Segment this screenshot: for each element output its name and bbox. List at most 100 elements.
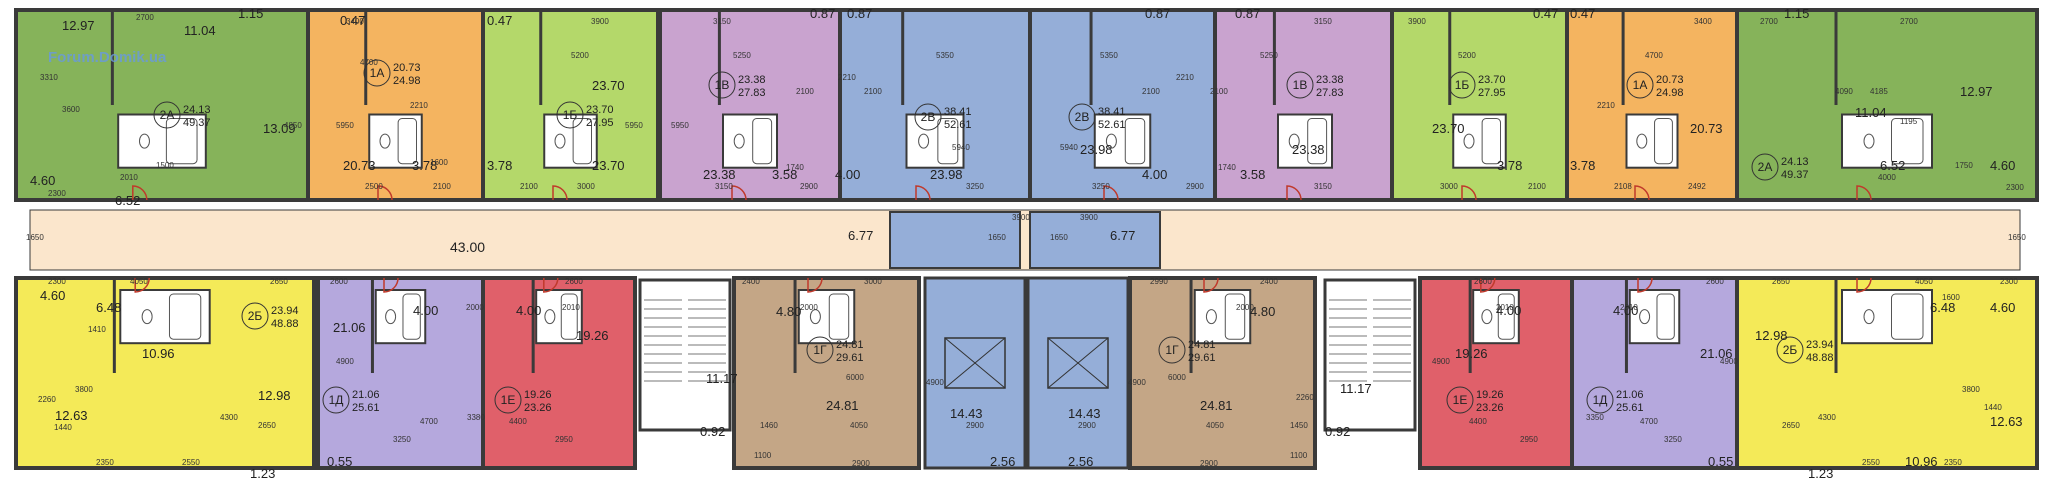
- dimension-label: 2700: [1760, 17, 1778, 26]
- door-icon: [1103, 185, 1119, 201]
- room-area-label: 10.96: [142, 346, 175, 361]
- room-area-label: 2.56: [1068, 454, 1093, 469]
- dimension-label: 3900: [1012, 213, 1030, 222]
- lift-hall-lh2: 14.43: [1026, 276, 1130, 470]
- apartment-fill: [306, 8, 485, 202]
- stair-fill: [638, 278, 732, 432]
- toilet-icon: [918, 133, 930, 149]
- dimension-label: 4400: [1469, 417, 1487, 426]
- toilet-icon: [379, 133, 391, 149]
- toilet-icon: [1481, 309, 1493, 325]
- dimension-label: 3380: [467, 413, 485, 422]
- bathtub-icon: [828, 293, 850, 340]
- stair-area-label: 11.17: [1340, 381, 1372, 396]
- room-area-label: 4.00: [413, 303, 438, 318]
- bathtub-icon: [1497, 293, 1515, 340]
- apartment-name: 2А: [160, 108, 175, 122]
- apartment-name: 1А: [1633, 78, 1648, 92]
- room-area-label: 23.70: [1432, 121, 1465, 136]
- door-icon: [1480, 277, 1496, 293]
- bathtub-icon: [165, 118, 198, 165]
- dimension-label: 2600: [1474, 277, 1492, 286]
- room-area-label: 12.97: [1960, 84, 1993, 99]
- lift-cross: [1047, 337, 1109, 389]
- lift-hall-area-label: 14.43: [950, 406, 983, 421]
- dimension-label: 2600: [1706, 277, 1724, 286]
- room-area-label: 4.00: [835, 167, 860, 182]
- dimension-label: 1740: [1218, 163, 1236, 172]
- lift-hall-fill: [1026, 276, 1130, 470]
- dimension-label: 4050: [1915, 277, 1933, 286]
- room-area-label: 4.00: [1496, 303, 1521, 318]
- room-area-label: 21.06: [1700, 346, 1733, 361]
- apartment-total-area: 38.41: [944, 106, 972, 118]
- apartment-badge: [1776, 336, 1804, 364]
- apartment-living-area: 24.98: [1656, 87, 1684, 99]
- room-area-label: 19.26: [1455, 346, 1488, 361]
- dimension-label: 4050: [1206, 421, 1224, 430]
- dimension-label: 2210: [838, 73, 856, 82]
- dimension-label: 1650: [988, 233, 1006, 242]
- dimension-label: 2300: [2006, 183, 2024, 192]
- apartment-badge: [322, 386, 350, 414]
- bathtub-icon: [1124, 118, 1146, 165]
- dimension-label: 2100: [520, 182, 538, 191]
- dimension-label: 1600: [430, 158, 448, 167]
- dimension-label: 1440: [54, 423, 72, 432]
- dimension-label: 2550: [182, 458, 200, 467]
- dimension-label: 3800: [75, 385, 93, 394]
- apartment-name: 1Г: [813, 343, 827, 357]
- dimension-label: 1195: [1900, 117, 1918, 126]
- dimension-label: 4900: [1128, 378, 1146, 387]
- room-area-label: 1.23: [250, 466, 275, 481]
- dimension-label: 2500: [365, 182, 383, 191]
- dimension-label: 2000: [466, 303, 484, 312]
- room-area-label: 23.38: [1292, 142, 1325, 157]
- apartment-name: 1Д: [329, 393, 344, 407]
- apartment-badge: [556, 101, 584, 129]
- dimension-label: 2108: [1614, 182, 1632, 191]
- dimension-label: 2400: [1260, 277, 1278, 286]
- lift-lobby-fill: [889, 211, 1021, 269]
- dimension-label: 4050: [850, 421, 868, 430]
- door-icon: [1637, 277, 1653, 293]
- room-area-label: 6.48: [1930, 300, 1955, 315]
- stairwell-s2: 11.17: [1323, 278, 1417, 432]
- room-area-label: 4.00: [516, 303, 541, 318]
- room-area-label: 24.81: [1200, 398, 1233, 413]
- corridor[interactable]: [29, 209, 2021, 271]
- apartment-badge: [1751, 153, 1779, 181]
- apartment-name: 2В: [1075, 110, 1090, 124]
- room-area-label: 6.52: [1880, 158, 1905, 173]
- room-area-label: 12.98: [1755, 328, 1788, 343]
- apartment-badge: [914, 103, 942, 131]
- toilet-icon: [1105, 133, 1117, 149]
- dimension-label: 5250: [1260, 51, 1278, 60]
- dimension-label: 2100: [1528, 182, 1546, 191]
- dimension-label: 2300: [48, 277, 66, 286]
- apartment-fill: [658, 8, 842, 202]
- dimension-label: 1600: [1942, 293, 1960, 302]
- room-area-label: 4.00: [1613, 303, 1638, 318]
- apartment-total-area: 21.06: [352, 389, 380, 401]
